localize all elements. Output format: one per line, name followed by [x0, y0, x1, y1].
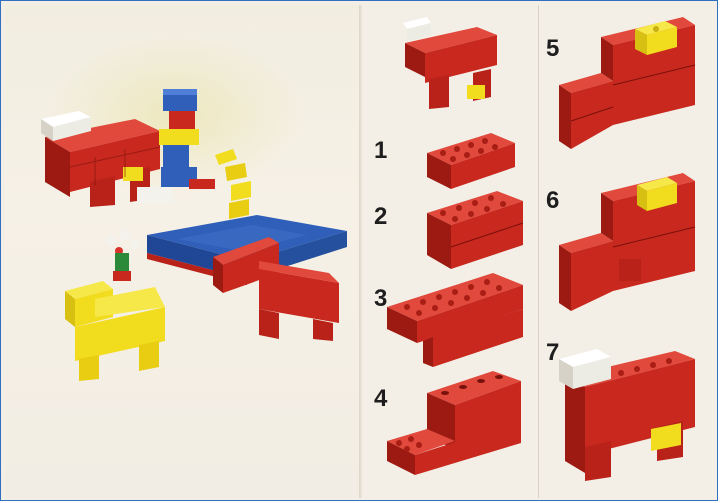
step-2-bricks	[421, 183, 531, 273]
step-number-1: 1	[374, 139, 387, 163]
step-5-bricks	[555, 15, 705, 155]
step-4-bricks	[383, 363, 533, 483]
left-page-photo	[5, 5, 361, 498]
red-animal-model	[209, 223, 349, 343]
finished-model-preview	[397, 15, 507, 111]
column-divider	[538, 5, 539, 498]
step-6-bricks	[555, 167, 705, 317]
step-3-bricks	[383, 263, 533, 373]
yellow-horse-model	[55, 281, 175, 381]
step-number-2: 2	[374, 205, 387, 229]
flowers-model	[99, 227, 149, 283]
step-7-completed-model	[555, 337, 705, 483]
